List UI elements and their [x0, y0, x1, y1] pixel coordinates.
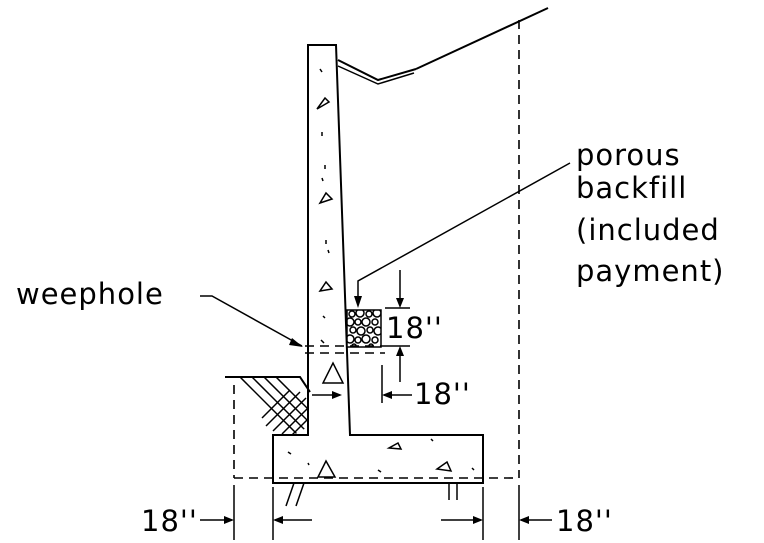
weephole-pipe — [305, 345, 385, 354]
bottom-left-dimension — [200, 485, 312, 540]
excavation-limit-lines — [233, 20, 520, 479]
slope-line — [337, 7, 549, 85]
weephole-label: weephole — [16, 277, 164, 311]
horizontal-dimension — [312, 365, 412, 403]
porous-label-line1: porous — [576, 138, 681, 172]
vertical-dimension-label: 18'' — [386, 311, 443, 345]
porous-backfill-leader — [354, 162, 571, 308]
bottom-right-dimension — [441, 485, 552, 540]
porous-label-line2: backfill — [576, 171, 687, 205]
wall-triangle-mark — [316, 459, 337, 478]
horizontal-dimension-label: 18'' — [414, 377, 471, 411]
footing-piles — [285, 482, 458, 507]
porous-backfill-gravel — [347, 310, 381, 347]
retaining-wall — [272, 44, 484, 484]
existing-soil-hatch — [225, 376, 311, 437]
weephole-leader — [200, 295, 303, 347]
porous-label-line3: (included — [576, 213, 720, 247]
bottom-left-dimension-label: 18'' — [141, 504, 198, 538]
porous-label-line4: payment) — [576, 254, 725, 288]
concrete-aggregate-marks — [287, 68, 475, 478]
bottom-right-dimension-label: 18'' — [556, 504, 613, 538]
vertical-dimension — [385, 270, 410, 382]
